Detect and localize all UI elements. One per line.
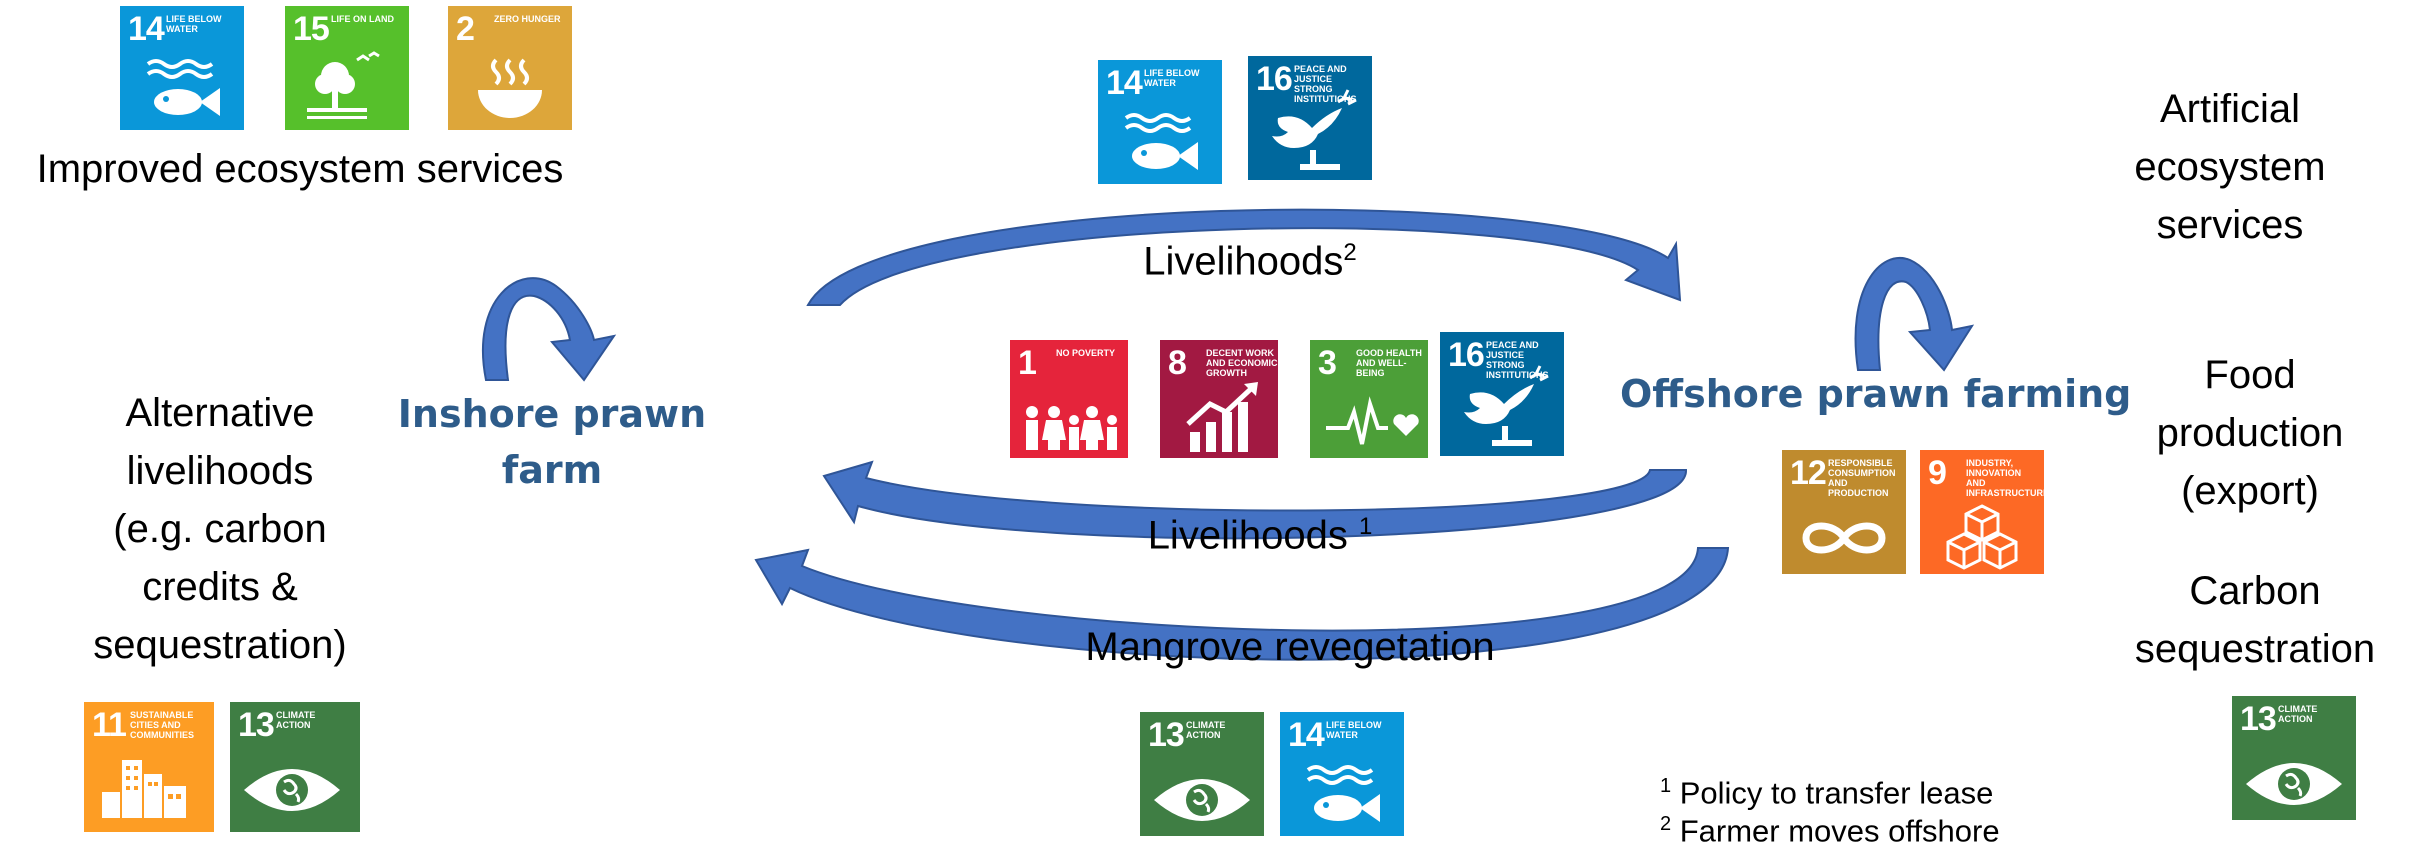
sdg2-tile: 2 Zero hunger	[448, 6, 572, 130]
alt-line2: livelihoods	[126, 449, 314, 493]
sdg-number: 16	[1448, 336, 1485, 374]
sdg-number: 16	[1256, 60, 1293, 98]
sdg-label: Industry, innovation and infrastructure	[1966, 458, 2044, 498]
sdg-number: 13	[238, 706, 275, 744]
flow-top-sup: 2	[1343, 239, 1357, 266]
sdg-number: 11	[92, 706, 127, 744]
sdg-number: 13	[1148, 716, 1185, 754]
sdg11-tile: 11 Sustainable cities and communities	[84, 702, 214, 832]
food-production: Food production (export)	[2110, 346, 2390, 520]
art-line1: Artificial	[2159, 87, 2301, 131]
sdg-number: 8	[1168, 344, 1187, 382]
sdg-number: 13	[2240, 700, 2277, 738]
flow-label-bottom: Mangrove revegetation	[1085, 625, 1495, 669]
node-inshore-line1: Inshore prawn	[397, 392, 707, 436]
footnote-2-mark: 2	[1660, 813, 1672, 835]
sdg9-tile: 9 Industry, innovation and infrastructur…	[1920, 450, 2044, 574]
sdg8-tile: 8 Decent work and economic growth	[1160, 340, 1278, 458]
footnote-1-mark: 1	[1660, 775, 1672, 797]
sdg14-tile: 14 Life below water	[120, 6, 244, 130]
sdg3-tile: 3 Good health and well-being	[1310, 340, 1428, 458]
sdg15-tile: 15 Life on land	[285, 6, 409, 130]
footnote-2-text: Farmer moves offshore	[1671, 813, 2000, 849]
sdg-label: Climate action	[2278, 704, 2318, 724]
alt-line5: sequestration)	[93, 623, 347, 667]
sdg-label: Life below water	[1326, 720, 1382, 740]
food-line3: (export)	[2181, 469, 2319, 513]
arrow-mangrove	[754, 547, 1730, 661]
flow-middle-text: Livelihoods	[1147, 513, 1359, 558]
sdg-number: 14	[1288, 716, 1325, 754]
sdg-label: Peace and justice strong institutions	[1486, 340, 1549, 380]
sdg-label: Zero hunger	[494, 14, 561, 24]
sdg-label: Climate action	[1186, 720, 1226, 740]
flow-label-top: Livelihoods2	[1100, 224, 1400, 290]
sdg-label: Responsible consumption and production	[1828, 458, 1896, 498]
arrow-livelihoods-middle	[822, 460, 1688, 540]
sdg-number: 9	[1928, 454, 1947, 492]
flow-middle-sup: 1	[1358, 513, 1373, 540]
sdg-label: Peace and justice strong institutions	[1294, 64, 1357, 104]
sdg16-tile: 16 Peace and justice strong institutions	[1248, 56, 1372, 180]
footnote-1-text: Policy to transfer lease	[1671, 775, 1994, 811]
loop-inshore	[481, 277, 617, 382]
footnote-2: 2 Farmer moves offshore	[1660, 806, 2000, 849]
sdg-label: Sustainable cities and communities	[130, 710, 194, 740]
sdg13-tile: 13 Climate action	[2232, 696, 2356, 820]
sdg13-tile: 13 Climate action	[1140, 712, 1264, 836]
arrow-livelihoods-top	[806, 208, 1682, 306]
art-line3: services	[2156, 203, 2304, 247]
alt-line3: (e.g. carbon	[113, 507, 327, 551]
sdg-label: Decent work and economic growth	[1206, 348, 1278, 378]
sdg16-tile: 16 Peace and justice strong institutions	[1440, 332, 1564, 456]
carbon-sequestration: Carbon sequestration	[2110, 562, 2400, 678]
sdg12-tile: 12 Responsible consumption and productio…	[1782, 450, 1906, 574]
art-line2: ecosystem	[2134, 145, 2326, 189]
sdg-label: Good health and well-being	[1356, 348, 1422, 378]
improved-ecosystem-services: Improved ecosystem services	[36, 147, 564, 191]
carbon-line1: Carbon	[2189, 569, 2321, 613]
sdg-label: Life below water	[166, 14, 222, 34]
alternative-livelihoods: Alternative livelihoods (e.g. carbon cre…	[50, 384, 390, 674]
node-offshore-prawn-farming: Offshore prawn farming	[1620, 372, 2132, 416]
sdg-number: 15	[293, 10, 330, 48]
alt-line1: Alternative	[125, 391, 315, 435]
sdg14-tile: 14 Life below water	[1098, 60, 1222, 184]
node-inshore-line2: farm	[501, 448, 603, 492]
food-line2: production	[2156, 411, 2344, 455]
flow-top-text: Livelihoods	[1143, 239, 1344, 284]
sdg-label: Climate action	[276, 710, 316, 730]
carbon-line2: sequestration	[2134, 627, 2376, 671]
loop-offshore	[1854, 257, 1975, 372]
sdg-number: 14	[1106, 64, 1143, 102]
sdg-label: Life below water	[1144, 68, 1200, 88]
sdg-number: 12	[1790, 454, 1827, 492]
food-line1: Food	[2204, 353, 2296, 397]
sdg-number: 2	[456, 10, 475, 48]
sdg13-tile: 13 Climate action	[230, 702, 360, 832]
artificial-ecosystem-services: Artificial ecosystem services	[2110, 80, 2350, 254]
footnote-1: 1 Policy to transfer lease	[1660, 768, 1993, 811]
sdg-number: 3	[1318, 344, 1337, 382]
node-inshore-prawn-farm: Inshore prawn farm	[382, 386, 722, 498]
sdg1-tile: 1 No poverty	[1010, 340, 1128, 458]
sdg-number: 1	[1018, 344, 1037, 382]
alt-line4: credits &	[142, 565, 298, 609]
sdg-label: No poverty	[1056, 348, 1116, 358]
sdg14-tile: 14 Life below water	[1280, 712, 1404, 836]
sdg-number: 14	[128, 10, 165, 48]
flow-label-middle: Livelihoods 1	[1110, 498, 1410, 564]
sdg-label: Life on land	[331, 14, 394, 24]
